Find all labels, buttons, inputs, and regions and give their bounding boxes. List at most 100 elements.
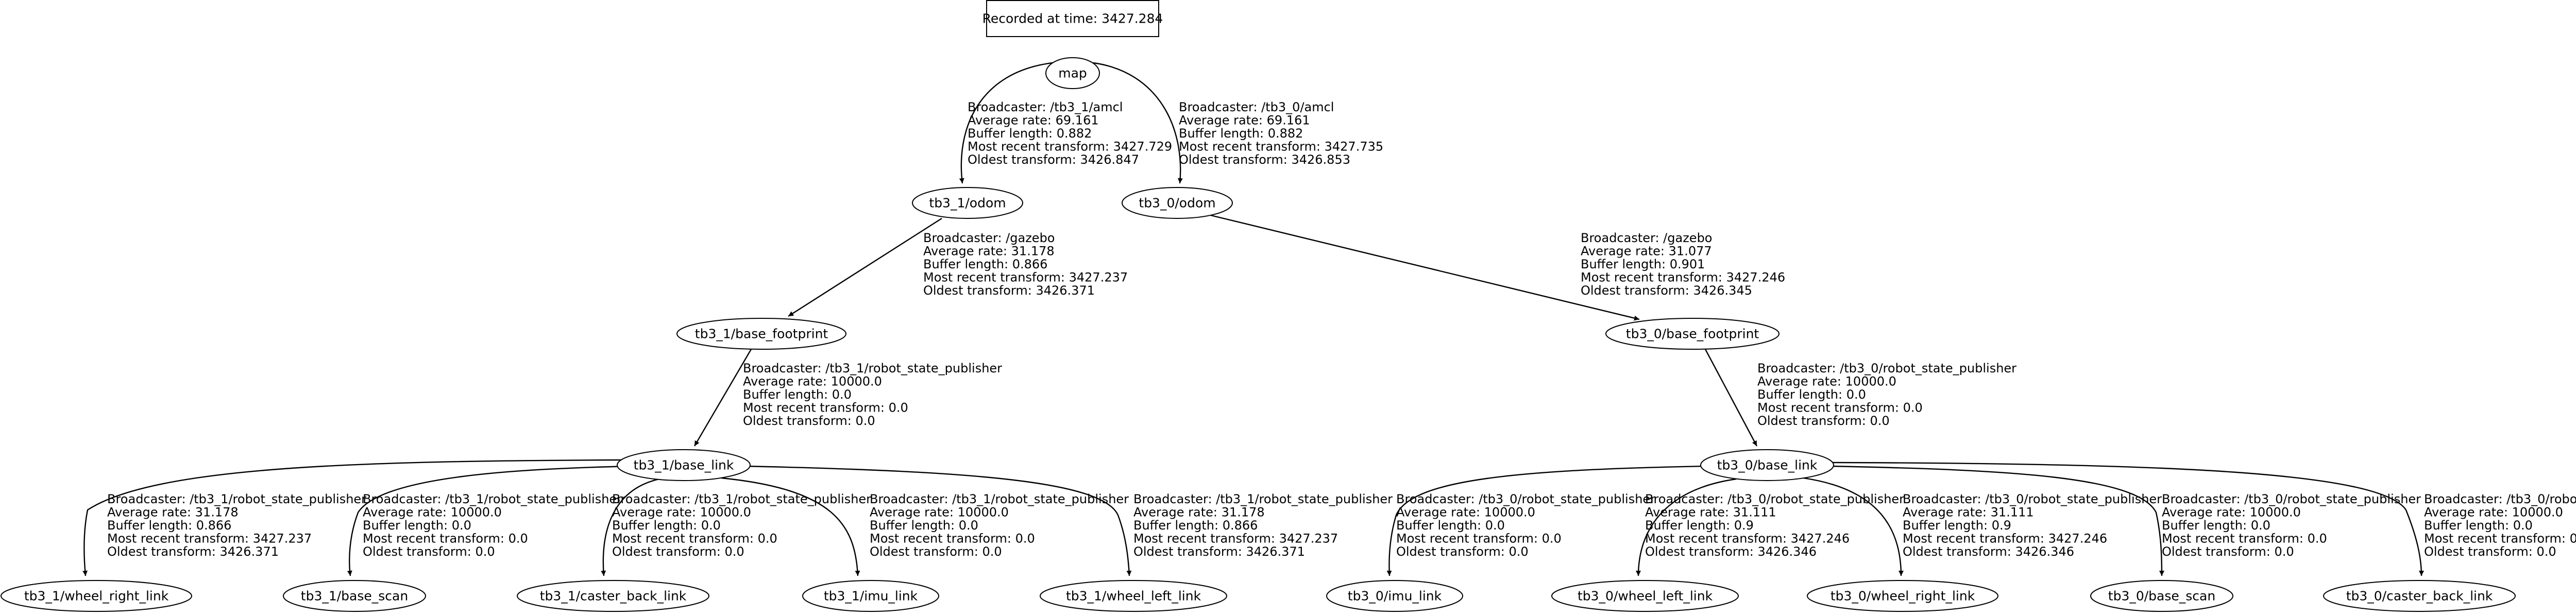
edge-label-line: Buffer length: 0.866	[107, 518, 231, 533]
node-label: tb3_0/wheel_right_link	[1831, 589, 1975, 604]
edge-label-line: Oldest transform: 3426.847	[968, 152, 1139, 167]
edge-label-line: Buffer length: 0.0	[743, 387, 852, 402]
node-tb3_0_odom[interactable]: tb3_0/odom	[1122, 187, 1233, 219]
node-label: tb3_0/caster_back_link	[2346, 589, 2493, 604]
edge-label-line: Average rate: 10000.0	[2162, 505, 2301, 520]
node-tb3_0_base_link[interactable]: tb3_0/base_link	[1700, 449, 1834, 481]
edge-label-line: Oldest transform: 0.0	[870, 544, 1002, 559]
node-tb3_1_odom[interactable]: tb3_1/odom	[912, 187, 1023, 219]
edge-label-line: Most recent transform: 0.0	[870, 532, 1035, 546]
node-ellipse	[1551, 580, 1739, 612]
edge-label-line: Oldest transform: 3426.853	[1179, 152, 1350, 167]
edge-arrow	[82, 459, 621, 576]
node-tb3_0_wheel_left_link[interactable]: tb3_0/wheel_left_link	[1551, 580, 1739, 612]
edge-label-line: Oldest transform: 0.0	[612, 544, 744, 559]
edge-label-line: Average rate: 31.178	[923, 244, 1055, 259]
edge-label-line: Broadcaster: /tb3_1/amcl	[968, 100, 1123, 114]
edge-label-line: Buffer length: 0.0	[2424, 518, 2533, 533]
edge-label-line: Oldest transform: 3426.346	[1645, 544, 1817, 559]
edge-label-line: Average rate: 10000.0	[363, 505, 502, 520]
edge-label: Broadcaster: /tb3_1/robot_state_publishe…	[1133, 492, 1393, 559]
node-tb3_1_base_scan[interactable]: tb3_1/base_scan	[283, 580, 426, 612]
node-ellipse	[617, 449, 751, 481]
edge-tb3_0_base_footprint-to-tb3_0_base_link: Broadcaster: /tb3_0/robot_state_publishe…	[1704, 349, 2016, 447]
edge-label-line: Buffer length: 0.0	[1396, 518, 1505, 533]
edge-label-line: Oldest transform: 3426.371	[923, 283, 1095, 298]
edge-label-line: Broadcaster: /gazebo	[923, 231, 1055, 245]
node-label: tb3_0/base_footprint	[1626, 327, 1759, 341]
edge-label-line: Average rate: 31.178	[1133, 505, 1265, 520]
edge-label-line: Broadcaster: /tb3_1/robot_state_publishe…	[1133, 492, 1393, 506]
node-tb3_0_caster_back_link[interactable]: tb3_0/caster_back_link	[2323, 580, 2516, 612]
edge-label: Broadcaster: /tb3_0/robot_state_publishe…	[1903, 492, 2162, 559]
edge-arrow	[1386, 465, 1706, 576]
edge-label-line: Broadcaster: /tb3_1/robot_state_publishe…	[612, 492, 871, 506]
node-label: tb3_1/base_scan	[301, 589, 408, 604]
edge-label-line: Buffer length: 0.0	[612, 518, 721, 533]
edge-label-line: Buffer length: 0.9	[1903, 518, 2011, 533]
edge-label: Broadcaster: /tb3_1/robot_state_publishe…	[363, 492, 622, 559]
node-label: tb3_1/caster_back_link	[540, 589, 687, 604]
node-label: map	[1058, 66, 1087, 81]
node-ellipse	[1605, 318, 1780, 350]
node-tb3_1_wheel_right_link[interactable]: tb3_1/wheel_right_link	[1, 580, 192, 612]
node-ellipse	[1045, 57, 1100, 89]
edge-label-line: Buffer length: 0.0	[363, 518, 471, 533]
edge-tb3_0_base_link-to-tb3_0_wheel_left_link: Broadcaster: /tb3_0/robot_state_publishe…	[1636, 478, 1904, 576]
edge-label-line: Most recent transform: 3427.246	[1645, 532, 1850, 546]
edge-tb3_1_base_link-to-tb3_1_caster_back_link: Broadcaster: /tb3_1/robot_state_publishe…	[601, 478, 871, 576]
node-tb3_1_base_link[interactable]: tb3_1/base_link	[617, 449, 751, 481]
edge-tb3_0_base_link-to-tb3_0_base_scan: Broadcaster: /tb3_0/robot_state_publishe…	[1828, 465, 2421, 576]
edge-label: Broadcaster: /tb3_0/robot_state_publishe…	[2424, 492, 2576, 559]
node-ellipse	[517, 580, 709, 612]
node-label: tb3_1/wheel_left_link	[1066, 589, 1201, 604]
node-tb3_1_imu_link[interactable]: tb3_1/imu_link	[802, 580, 939, 612]
edge-arrow	[744, 465, 1132, 576]
node-tb3_0_base_scan[interactable]: tb3_0/base_scan	[2090, 580, 2233, 612]
node-tb3_0_wheel_right_link[interactable]: tb3_0/wheel_right_link	[1807, 580, 1998, 612]
edge-label-line: Average rate: 10000.0	[1396, 505, 1535, 520]
edge-label-line: Average rate: 10000.0	[870, 505, 1009, 520]
edge-label-line: Buffer length: 0.0	[2162, 518, 2270, 533]
edge-arrow	[1803, 477, 1904, 576]
edge-arrow	[347, 465, 634, 576]
edge-label-line: Buffer length: 0.0	[1757, 387, 1866, 402]
edge-label: Broadcaster: /tb3_1/robot_state_publishe…	[743, 361, 1002, 428]
edge-label-line: Most recent transform: 0.0	[1396, 532, 1562, 546]
node-tb3_0_base_footprint[interactable]: tb3_0/base_footprint	[1605, 318, 1780, 350]
edge-label-line: Buffer length: 0.882	[968, 126, 1092, 141]
edge-label-line: Oldest transform: 3426.345	[1581, 283, 1752, 298]
edge-label-line: Average rate: 10000.0	[1757, 374, 1896, 389]
edge-label-line: Most recent transform: 3427.729	[968, 140, 1172, 154]
edge-label-line: Oldest transform: 0.0	[743, 414, 875, 428]
edge-label-line: Most recent transform: 0.0	[1757, 401, 1923, 415]
edge-tb3_0_base_link-to-tb3_0_wheel_right_link: Broadcaster: /tb3_0/robot_state_publishe…	[1803, 477, 2162, 576]
node-tb3_0_imu_link[interactable]: tb3_0/imu_link	[1326, 580, 1463, 612]
edge-label-line: Most recent transform: 3427.246	[1581, 270, 1785, 285]
edge-label-line: Average rate: 10000.0	[743, 374, 882, 389]
edge-label-line: Most recent transform: 0.0	[363, 532, 528, 546]
edge-label-line: Oldest transform: 0.0	[1396, 544, 1529, 559]
node-ellipse	[2090, 580, 2233, 612]
edge-label-line: Broadcaster: /tb3_1/robot_state_publishe…	[107, 492, 366, 506]
edge-tb3_1_base_link-to-tb3_1_base_scan: Broadcaster: /tb3_1/robot_state_publishe…	[347, 465, 634, 576]
edge-label-line: Most recent transform: 0.0	[612, 532, 777, 546]
node-tb3_1_caster_back_link[interactable]: tb3_1/caster_back_link	[517, 580, 709, 612]
edge-label-line: Broadcaster: /tb3_0/robot_state_publishe…	[1645, 492, 1904, 506]
node-tb3_1_wheel_left_link[interactable]: tb3_1/wheel_left_link	[1040, 580, 1227, 612]
edge-tb3_1_base_footprint-to-tb3_1_base_link: Broadcaster: /tb3_1/robot_state_publishe…	[693, 349, 1002, 447]
node-tb3_1_base_footprint[interactable]: tb3_1/base_footprint	[676, 318, 846, 350]
node-label: tb3_0/imu_link	[1348, 589, 1442, 604]
edge-label: Broadcaster: /tb3_1/robot_state_publishe…	[612, 492, 871, 559]
edge-label-line: Broadcaster: /tb3_0/robot_state_publishe…	[2424, 492, 2576, 506]
edge-arrow	[1831, 462, 2424, 576]
edge-arrow	[721, 477, 860, 576]
node-map[interactable]: map	[1045, 57, 1100, 89]
node-ellipse	[1326, 580, 1463, 612]
edge-label-line: Average rate: 10000.0	[612, 505, 751, 520]
edge-label-line: Buffer length: 0.0	[870, 518, 978, 533]
